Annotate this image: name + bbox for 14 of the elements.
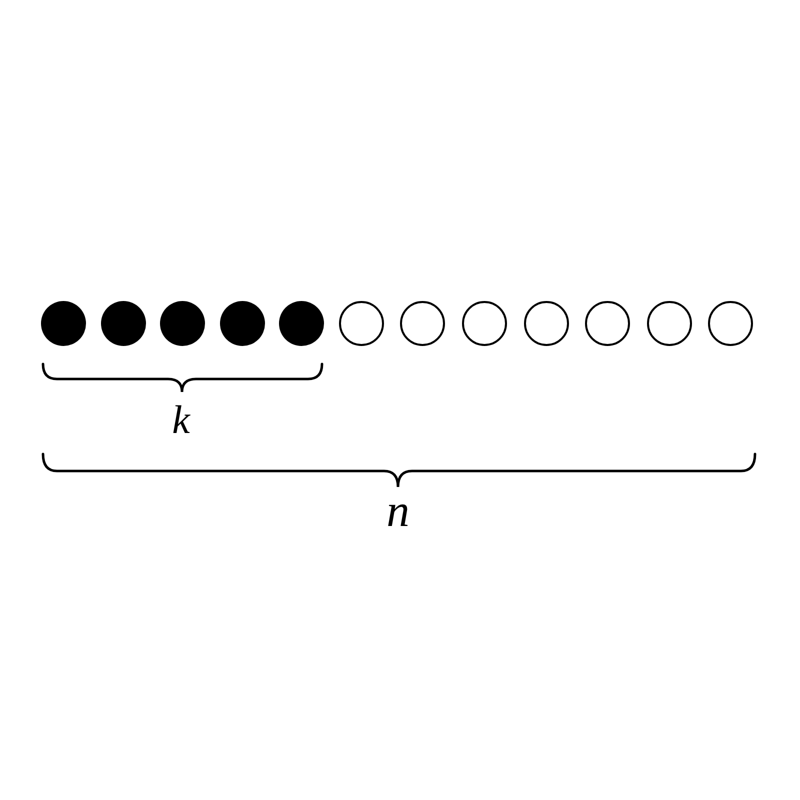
filled-dot <box>40 300 86 346</box>
filled-dot <box>160 300 204 346</box>
filled-dot <box>220 300 264 346</box>
filled-dot <box>278 300 324 346</box>
open-circle <box>524 300 568 346</box>
open-circle <box>584 300 630 346</box>
open-circle <box>338 300 384 346</box>
filled-dot <box>100 300 146 346</box>
variable-label: n <box>386 488 410 534</box>
open-circle <box>708 300 752 346</box>
variable-label: k <box>172 400 190 440</box>
open-circle <box>462 300 506 346</box>
open-circle <box>646 300 692 346</box>
open-circle <box>400 300 444 346</box>
